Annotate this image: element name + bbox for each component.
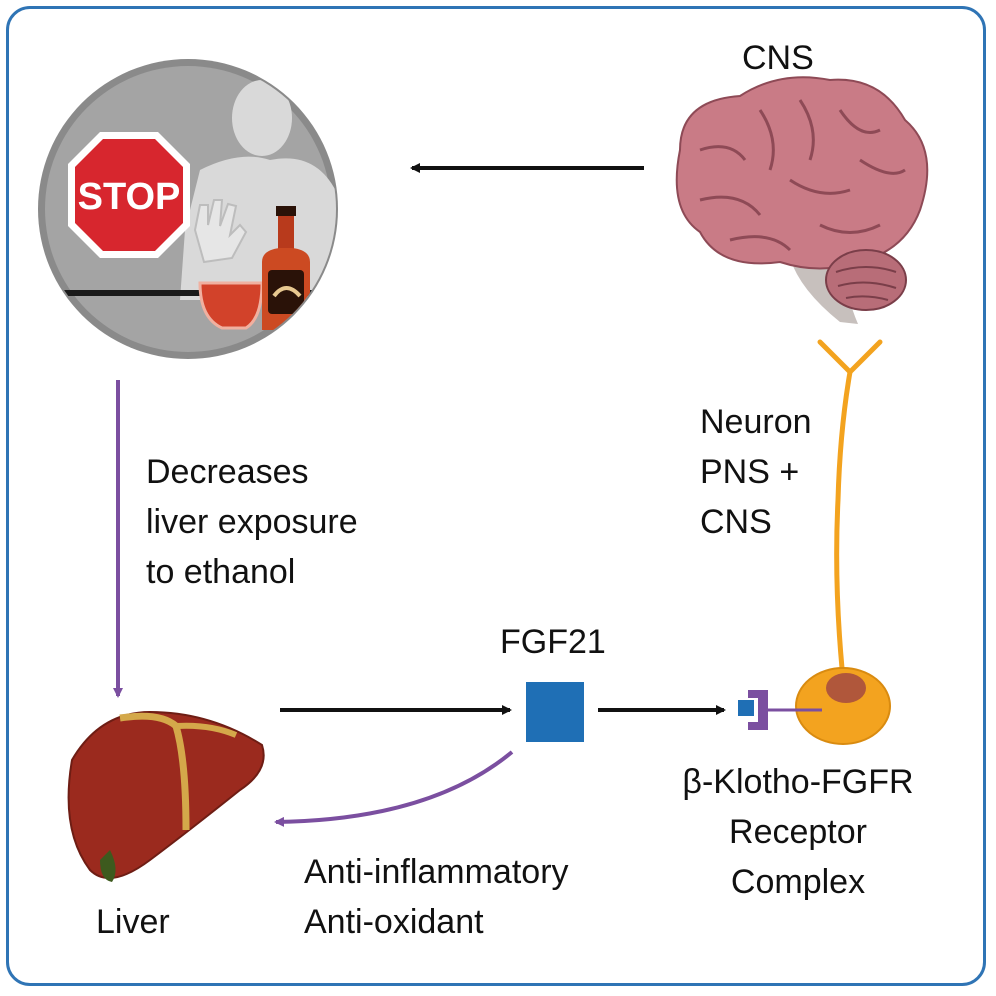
decreases-label-line3: to ethanol <box>146 553 296 591</box>
stop-drinking-illustration-icon: STOP <box>38 59 338 359</box>
liver-label: Liver <box>96 903 170 941</box>
decreases-label-line2: liver exposure <box>146 503 358 541</box>
fgf21-square-icon <box>526 682 584 742</box>
decreases-label-line1: Decreases <box>146 453 309 491</box>
cns-label: CNS <box>742 39 814 77</box>
brain-icon <box>675 76 929 324</box>
fgf21-label: FGF21 <box>500 623 606 661</box>
receptor-label-line3: Complex <box>730 863 866 901</box>
neuron-label-line1: Neuron <box>700 403 812 441</box>
effects-label-line1: Anti-inflammatory <box>304 853 569 891</box>
stop-sign-label: STOP <box>78 176 181 218</box>
effects-label-line2: Anti-oxidant <box>304 903 484 941</box>
neuron-icon <box>795 339 891 745</box>
receptor-label-line2: Receptor <box>729 813 867 851</box>
receptor-complex-icon <box>738 690 822 730</box>
neuron-label-line2: PNS + <box>700 453 800 491</box>
neuron-label-line3: CNS <box>700 503 772 541</box>
liver-icon <box>67 710 265 882</box>
arrow-fgf21-to-liver <box>274 750 514 827</box>
stop-sign-icon: STOP <box>68 132 190 258</box>
receptor-label-line1: β-Klotho-FGFR <box>682 763 914 801</box>
